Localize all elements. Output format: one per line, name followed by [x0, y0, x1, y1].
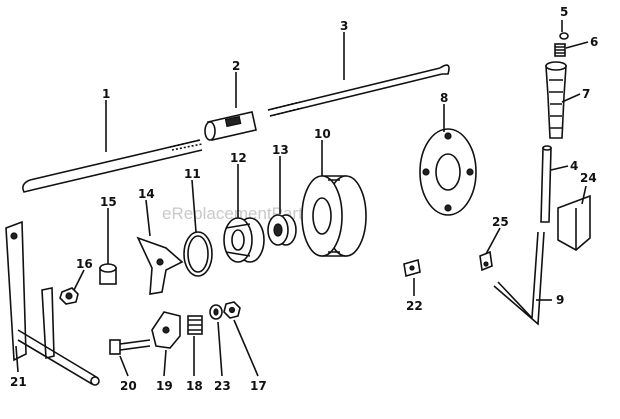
part-11-snap-ring: [183, 231, 213, 277]
callout-17: 17: [250, 379, 267, 393]
part-20-bolt: [109, 339, 151, 355]
part-18-spring: [187, 315, 203, 335]
callout-6: 6: [590, 35, 598, 49]
part-21-frame: [5, 220, 100, 386]
part-5-ring: [559, 32, 569, 40]
part-14-plate: [136, 236, 184, 295]
part-6-spring: [554, 43, 566, 57]
callout-8: 8: [440, 91, 448, 105]
callout-25: 25: [492, 215, 509, 229]
leader-lines: [15, 20, 589, 377]
callout-9: 9: [556, 293, 564, 307]
callout-16: 16: [76, 257, 93, 271]
part-23-washer: [209, 304, 223, 320]
callout-4: 4: [570, 159, 578, 173]
callout-13: 13: [272, 143, 289, 157]
part-15-spacer: [99, 263, 117, 285]
callout-2: 2: [232, 59, 240, 73]
callout-22: 22: [406, 299, 423, 313]
callout-24: 24: [580, 171, 597, 185]
part-2-coupling: [204, 111, 257, 141]
part-22-clip: [403, 258, 421, 278]
callout-21: 21: [10, 375, 27, 389]
part-1-rod: [22, 139, 203, 193]
part-17-nut: [223, 301, 241, 319]
callout-20: 20: [120, 379, 137, 393]
callout-labels: 1 2 3 4 5 6 7 8 9 10 11 12 13 14 15 16 1…: [10, 5, 598, 393]
callout-7: 7: [582, 87, 590, 101]
callout-10: 10: [314, 127, 331, 141]
callout-3: 3: [340, 19, 348, 33]
part-7-handle: [545, 61, 567, 139]
callout-1: 1: [102, 87, 110, 101]
callout-15: 15: [100, 195, 117, 209]
callout-5: 5: [560, 5, 568, 19]
callout-23: 23: [214, 379, 231, 393]
part-3-rod: [267, 64, 450, 117]
part-25-clip: [479, 250, 493, 272]
part-16-nut: [59, 287, 79, 305]
part-9-lever-rod: [493, 231, 545, 326]
callout-18: 18: [186, 379, 203, 393]
part-10-pulley: [301, 175, 367, 257]
part-24-bracket: [557, 194, 591, 251]
part-19-cam: [151, 311, 181, 349]
part-13-bushing: [267, 214, 297, 246]
callout-12: 12: [230, 151, 247, 165]
part-4-shaft: [540, 145, 552, 223]
part-12-bearing: [223, 217, 265, 263]
callout-19: 19: [156, 379, 173, 393]
callout-14: 14: [138, 187, 155, 201]
part-8-flange: [419, 128, 477, 216]
callout-11: 11: [184, 167, 201, 181]
